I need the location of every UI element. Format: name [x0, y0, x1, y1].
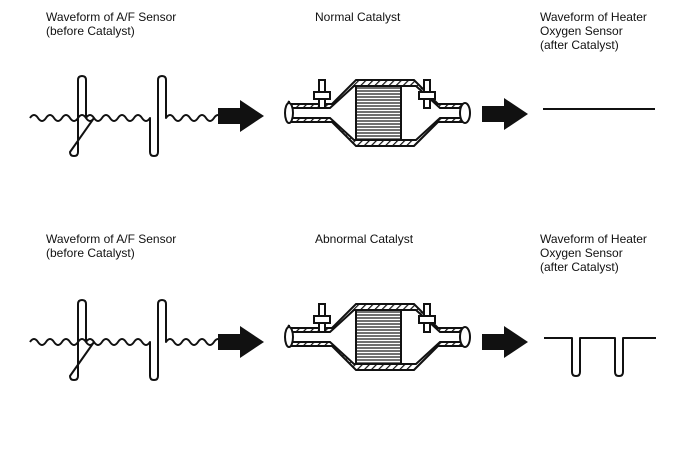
row1-before-catalyst-label: Waveform of A/F Sensor (before Catalyst) [46, 10, 177, 38]
row2-arrow-right-icon [218, 326, 264, 358]
row2-catalyst-label: Abnormal Catalyst [315, 232, 414, 246]
row1-arrow-right-icon [218, 100, 264, 132]
row2-arrow-right-icon-2 [482, 326, 528, 358]
row2-af-sensor-waveform [29, 299, 231, 381]
row2-catalytic-converter-icon [284, 303, 471, 371]
row2-oxygen-sensor-waveform-dips [544, 337, 656, 377]
row1-after-catalyst-label: Waveform of Heater Oxygen Sensor (after … [540, 10, 647, 52]
row2 [29, 299, 656, 381]
row2-after-catalyst-label: Waveform of Heater Oxygen Sensor (after … [540, 232, 647, 274]
row1 [29, 75, 655, 157]
row1-catalyst-label: Normal Catalyst [315, 10, 401, 24]
row1-catalytic-converter-icon [284, 79, 471, 147]
row1-arrow-right-icon-2 [482, 98, 528, 130]
row2-before-catalyst-label: Waveform of A/F Sensor (before Catalyst) [46, 232, 177, 260]
row1-af-sensor-waveform [29, 75, 231, 157]
